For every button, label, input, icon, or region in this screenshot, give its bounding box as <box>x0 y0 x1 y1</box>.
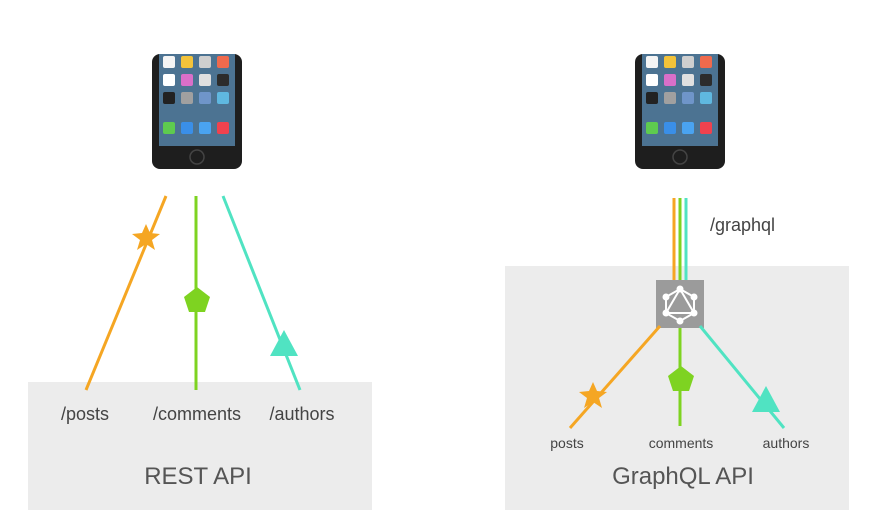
rest-comments-label: /comments <box>153 404 241 424</box>
graphql-phone-icon <box>634 53 726 170</box>
rest-posts-line <box>84 195 168 391</box>
rest-posts-label: /posts <box>61 404 109 424</box>
graphql-comments-pentagon-icon <box>668 366 694 391</box>
graphql-posts-line <box>568 325 662 429</box>
graphql-logo-icon <box>662 285 698 325</box>
graphql-api-title: GraphQL API <box>612 463 754 490</box>
rest-authors-label: /authors <box>269 404 334 424</box>
rest-authors-line <box>221 195 302 391</box>
graphql-endpoint-label: /graphql <box>710 215 775 235</box>
rest-posts-star-icon <box>132 224 160 250</box>
rest-comments-pentagon-icon <box>184 287 210 312</box>
rest-api-panel <box>28 382 372 510</box>
graphql-posts-label: posts <box>550 435 583 451</box>
rest-authors-triangle-icon <box>270 330 298 356</box>
graphql-authors-triangle-icon <box>752 386 780 412</box>
graphql-posts-star-icon <box>579 382 607 408</box>
rest-phone-icon <box>151 53 243 170</box>
rest-api-title: REST API <box>144 463 252 490</box>
graphql-comments-label: comments <box>649 435 714 451</box>
graphql-authors-label: authors <box>763 435 810 451</box>
